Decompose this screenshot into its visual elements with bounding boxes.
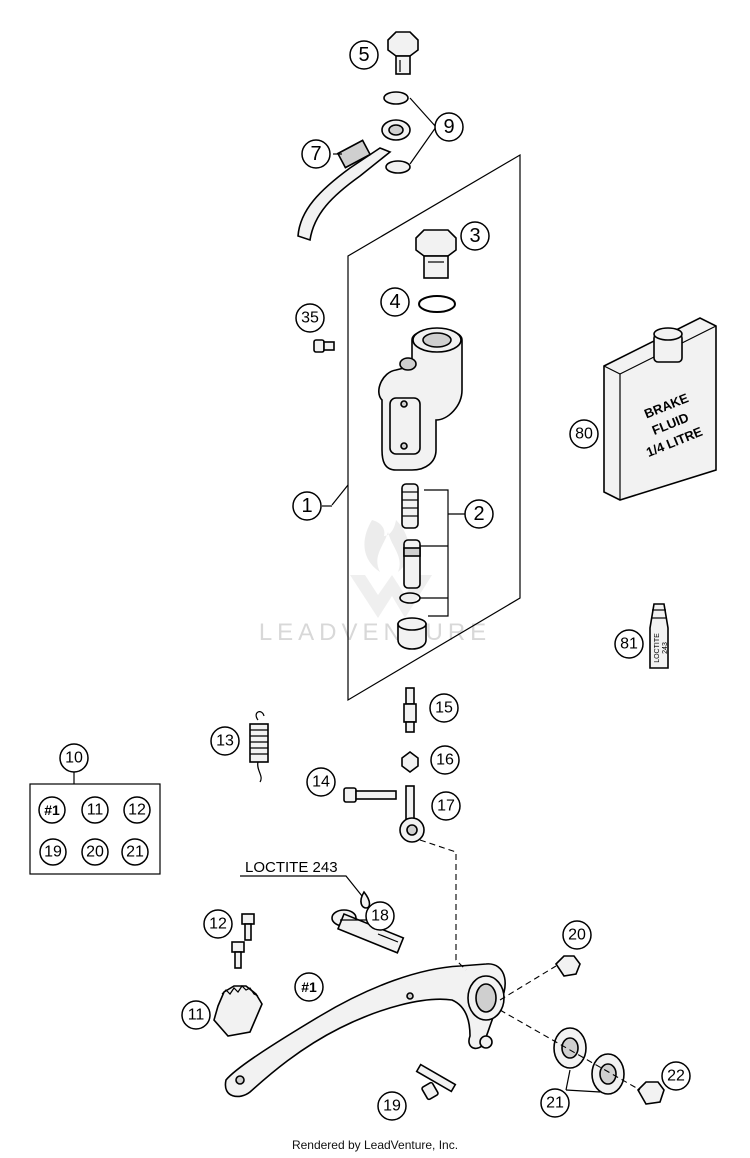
svg-text:35: 35 [301,310,319,327]
bearings [553,1027,625,1095]
callout-9: 9 [434,112,464,142]
svg-text:19: 19 [383,1098,401,1115]
watermark-text: LEADVENTURE [259,619,491,646]
assembly-line-clevis [419,839,467,971]
svg-text:12: 12 [128,802,146,819]
svg-text:#1: #1 [301,979,317,995]
assembly-line-nut [499,965,557,1001]
assembly-line-shaft [499,1009,641,1091]
svg-text:7: 7 [310,143,321,165]
loctite-note: LOCTITE 243 [245,859,338,876]
svg-text:5: 5 [358,44,369,66]
svg-text:80: 80 [575,426,593,443]
callout-19: 19 [377,1091,407,1121]
lock-nut [401,751,419,773]
svg-text:9: 9 [443,116,454,138]
clevis-eye [399,785,425,843]
callout-1: 1 [292,491,322,521]
kit-item-12: 12 [123,796,151,824]
callout-11: 11 [181,1000,211,1030]
brake-pedal [224,963,506,1098]
callout-16: 16 [430,745,460,775]
svg-text:2: 2 [473,503,484,525]
kit-item-21: 21 [121,838,149,866]
svg-text:20: 20 [86,844,104,861]
brake-fluid-bottle [603,317,717,501]
svg-text:15: 15 [435,700,453,717]
kit-item-19: 19 [39,838,67,866]
callout-14: 14 [306,767,336,797]
svg-text:4: 4 [389,291,400,313]
svg-text:22: 22 [667,1068,685,1085]
svg-text:12: 12 [209,916,227,933]
axle-nut [637,1081,665,1105]
loctite-tube [649,603,669,669]
tube-label: LOCTITE [654,633,661,663]
callout-2: 2 [464,499,494,529]
callout-7: 7 [301,139,331,169]
brake-hose [297,119,411,242]
footrest-bolts [231,913,255,969]
svg-text:10: 10 [65,750,83,767]
tube-label-number: 243 [662,642,669,654]
svg-text:11: 11 [188,1007,205,1024]
callout-10: 10 [59,743,89,773]
callout-15: 15 [429,693,459,723]
callout-h1: #1 [294,972,324,1002]
svg-text:21: 21 [126,844,144,861]
callout-12: 12 [203,909,233,939]
svg-text:21: 21 [546,1095,564,1112]
loctite-drop [360,890,371,909]
svg-text:16: 16 [436,752,454,769]
callout-3: 3 [460,221,490,251]
flange-nut [554,955,581,977]
callout-5: 5 [349,40,379,70]
reservoir-cap [415,229,457,279]
callout-22: 22 [661,1061,691,1091]
svg-text:3: 3 [469,225,480,247]
piston-kit [397,483,427,650]
callout-4: 4 [380,287,410,317]
callout-20: 20 [562,920,592,950]
kit-item-20: 20 [81,838,109,866]
leader-lines [322,97,601,1093]
master-cylinder-body [378,327,463,471]
brake-pedal-step [213,985,263,1037]
callout-17: 17 [431,791,461,821]
sealing-washer-top [383,91,409,105]
return-spring [249,711,269,783]
svg-text:17: 17 [437,798,455,815]
pivot-bolt [343,787,397,803]
sealing-washer-bottom [385,160,411,174]
callout-80: 80 [569,419,599,449]
footer-credit: Rendered by LeadVenture, Inc. [291,1138,459,1152]
kit-item-11: 11 [81,796,109,824]
pedal-stop-bolt [415,1063,457,1101]
callout-18: 18 [365,901,395,931]
svg-text:1: 1 [301,495,312,517]
callout-13: 13 [210,726,240,756]
callout-81: 81 [614,629,644,659]
o-ring [418,295,456,313]
callout-21: 21 [540,1088,570,1118]
svg-text:19: 19 [44,844,62,861]
svg-text:#1: #1 [44,802,60,818]
svg-text:18: 18 [371,908,389,925]
svg-text:20: 20 [568,927,586,944]
push-rod [403,687,417,733]
banjo-bolt [387,31,419,75]
svg-text:11: 11 [87,802,104,819]
master-cylinder-group-outline [347,153,521,702]
callout-bracket-2 [424,489,449,617]
callout-35: 35 [295,303,325,333]
kit-item-h1: #1 [38,796,66,824]
bleeder-screw [313,339,335,353]
svg-text:81: 81 [620,636,638,653]
svg-text:14: 14 [312,774,330,791]
svg-text:13: 13 [216,733,234,750]
